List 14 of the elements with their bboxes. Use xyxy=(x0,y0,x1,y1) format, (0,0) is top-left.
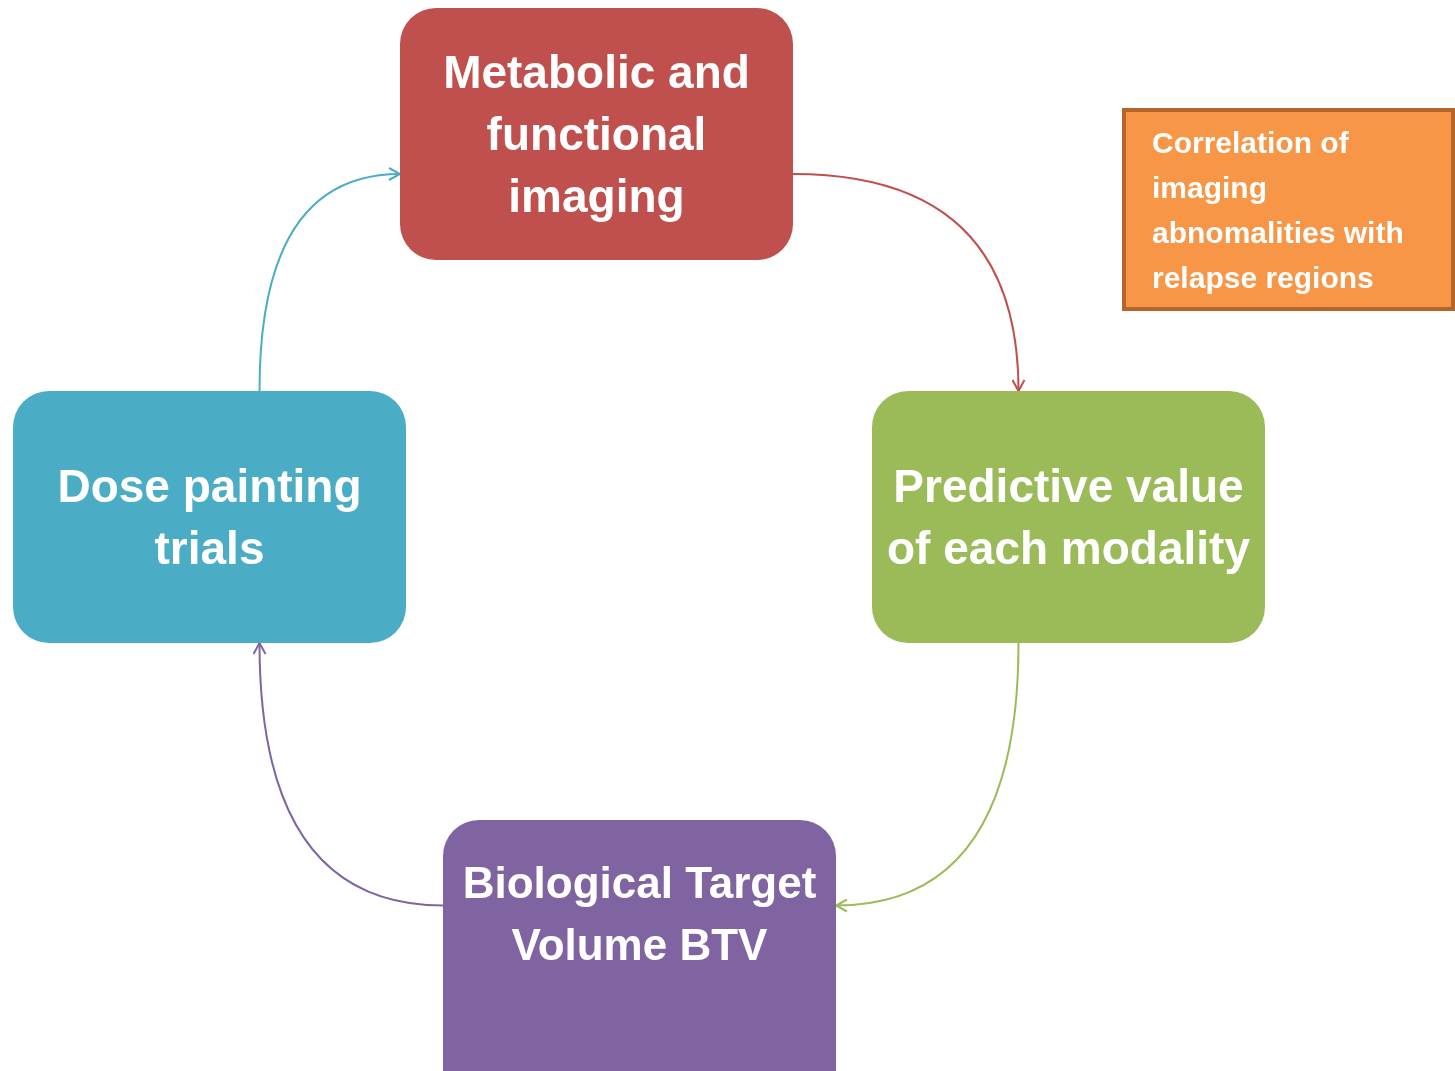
node-label: Metabolic and functional imaging xyxy=(442,45,751,224)
arrow xyxy=(835,642,1020,912)
node-label: Predictive value of each modality xyxy=(886,459,1251,576)
process-box xyxy=(400,8,793,260)
note-box xyxy=(1122,108,1455,311)
arrow xyxy=(258,167,401,392)
node-label: Correlation of imaging abnomalities with relapse regions xyxy=(1151,124,1405,296)
process-box xyxy=(872,391,1265,643)
process-box xyxy=(443,820,836,1071)
process-box xyxy=(13,391,406,643)
node-label: Biological Target Volume BTV xyxy=(461,857,818,971)
arrow xyxy=(792,173,1025,392)
arrow xyxy=(252,642,444,907)
node-label: Dose painting trials xyxy=(56,459,363,576)
